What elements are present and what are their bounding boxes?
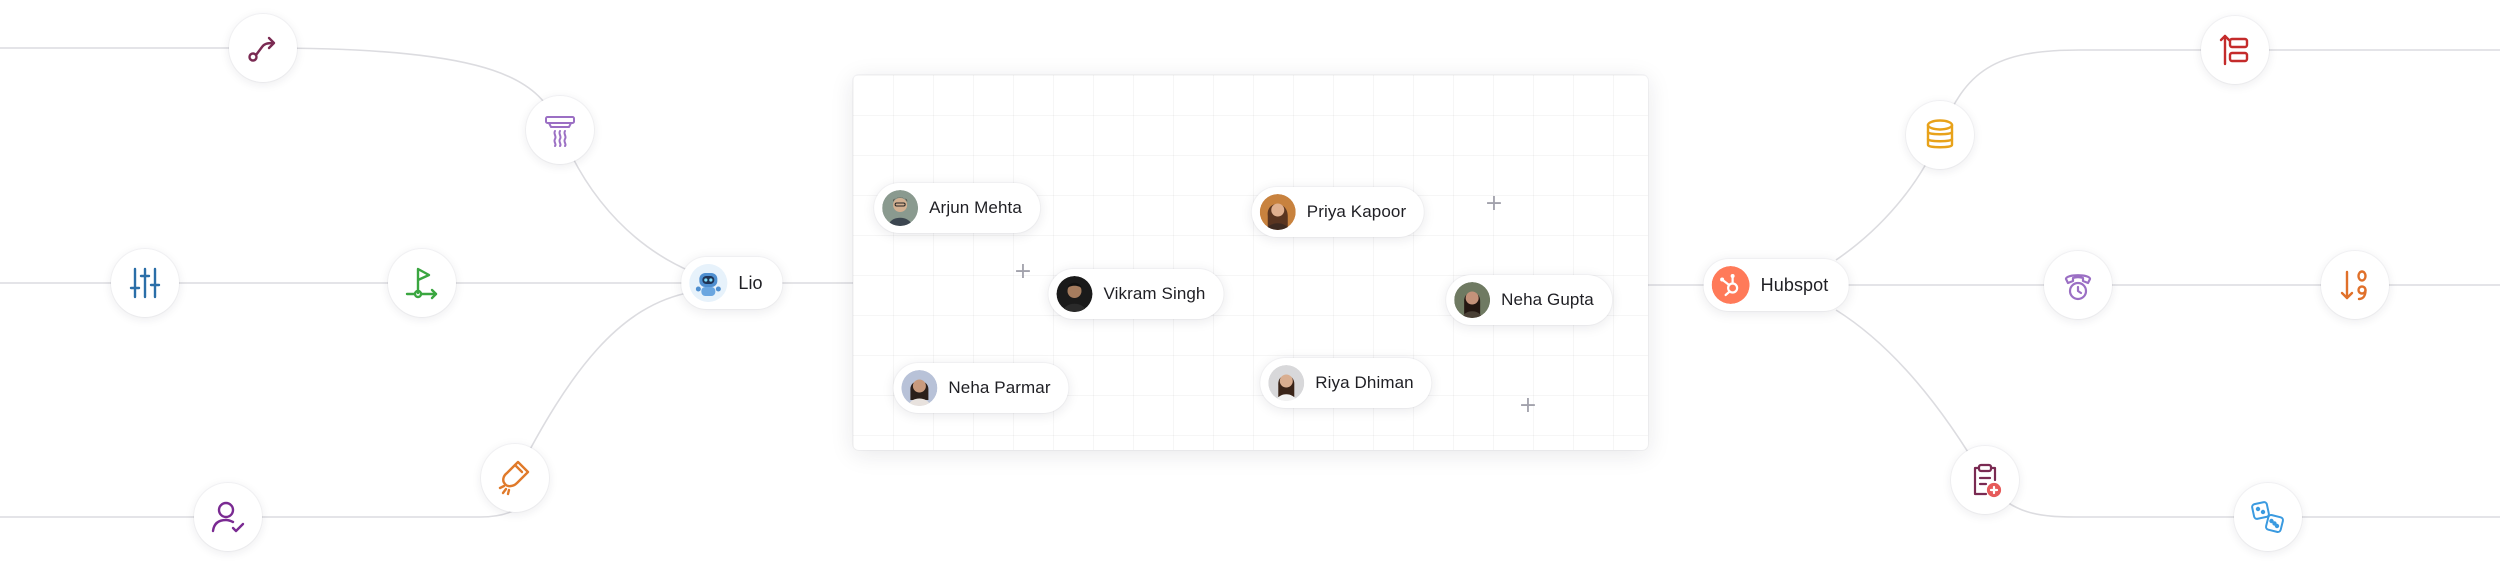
person-pill[interactable]: Neha Gupta	[1446, 275, 1612, 325]
plus-marker[interactable]: +	[1484, 191, 1504, 216]
flag-path-node[interactable]	[388, 249, 456, 317]
user-check-icon	[211, 501, 245, 533]
sort-numeric-icon	[2340, 270, 2367, 301]
person-pill[interactable]: Vikram Singh	[1048, 269, 1224, 319]
route-arrow-node[interactable]	[229, 14, 297, 82]
magnet-node[interactable]	[481, 444, 549, 512]
person-pill[interactable]: Priya Kapoor	[1251, 187, 1425, 237]
hubspot-logo-icon	[1711, 266, 1750, 304]
person-name: Vikram Singh	[1103, 284, 1206, 303]
plus-marker[interactable]: +	[1013, 259, 1033, 284]
person-pill[interactable]: Neha Parmar	[893, 363, 1069, 413]
person-name: Priya Kapoor	[1306, 202, 1407, 221]
person-avatar-neha-gupta	[1454, 282, 1491, 318]
person-name: Neha Parmar	[948, 378, 1051, 397]
phone-clock-node[interactable]	[2044, 251, 2112, 319]
person-avatar-neha-parmar	[901, 370, 938, 406]
connector-line	[262, 47, 561, 131]
person-pill[interactable]: Arjun Mehta	[874, 183, 1040, 233]
sliders-node[interactable]	[111, 249, 179, 317]
person-avatar-vikram	[1056, 276, 1093, 312]
flag-path-icon	[405, 267, 438, 300]
database-node[interactable]	[1906, 101, 1974, 169]
lio-hub[interactable]: Lio	[681, 257, 783, 309]
plus-marker[interactable]: +	[1518, 393, 1538, 418]
phone-clock-icon	[2064, 274, 2092, 301]
person-name: Neha Gupta	[1501, 290, 1594, 309]
hubspot-label: Hubspot	[1760, 274, 1829, 295]
user-check-node[interactable]	[194, 483, 262, 551]
heater-node[interactable]	[526, 96, 594, 164]
person-avatar-riya	[1268, 365, 1305, 401]
person-name: Arjun Mehta	[929, 198, 1022, 217]
align-items-icon	[2219, 34, 2249, 66]
align-items-node[interactable]	[2201, 16, 2269, 84]
person-pill[interactable]: Riya Dhiman	[1260, 358, 1432, 408]
database-icon	[1926, 119, 1954, 149]
person-name: Riya Dhiman	[1315, 373, 1414, 392]
hubspot-hub[interactable]: Hubspot	[1703, 259, 1849, 311]
sliders-icon	[129, 267, 161, 299]
team-panel	[853, 75, 1648, 450]
heater-icon	[545, 116, 575, 147]
route-arrow-icon	[248, 36, 276, 62]
robot-mascot-avatar	[689, 264, 728, 302]
person-avatar-arjun	[882, 190, 919, 226]
person-avatar-priya	[1259, 194, 1296, 230]
clipboard-add-icon	[1973, 463, 2002, 498]
dice-node[interactable]	[2234, 483, 2302, 551]
magnet-icon	[498, 460, 530, 496]
clipboard-add-node[interactable]	[1951, 446, 2019, 514]
dice-icon	[2251, 501, 2284, 533]
connector-line	[514, 291, 693, 479]
sort-numeric-node[interactable]	[2321, 251, 2389, 319]
lio-label: Lio	[738, 272, 763, 293]
